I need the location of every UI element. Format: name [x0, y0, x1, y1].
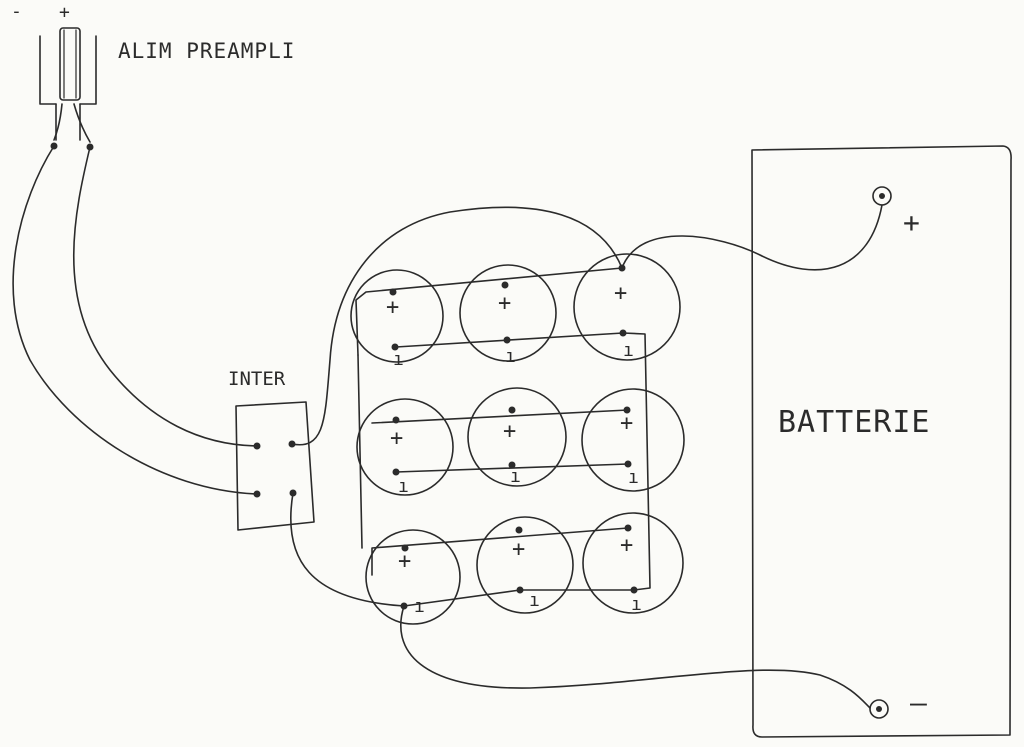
cell-r1-c1: [350, 269, 444, 363]
battery: BATTERIE + –: [751, 145, 1012, 738]
cell-r3-c3-minus: ı: [631, 594, 642, 615]
cell-r3-c2-plus: +: [512, 537, 525, 562]
wire-switch-to-pack-plus: [291, 206, 623, 446]
battery-body: [751, 145, 1012, 738]
cell-r3-c3: [582, 512, 684, 614]
cell-r2-c2: [467, 387, 567, 487]
cell-r2-c1-minus: ı: [398, 476, 409, 497]
cell-r2-c1: [356, 398, 454, 496]
cell-r1-c2: [459, 264, 557, 362]
switch-inter: INTER: [228, 368, 315, 531]
supply-plus-label: +: [59, 2, 70, 23]
cell-r1-c2-plus: +: [498, 291, 511, 316]
wire-switch-to-pack-minus: [289, 492, 405, 607]
cell-r2-c2-minus: ı: [510, 466, 521, 487]
cell-r1-c2-minus: ı: [505, 346, 516, 367]
supply-label: ALIM PREAMPLI: [118, 39, 295, 63]
cell-r3-c1: [365, 529, 461, 625]
cell-pack: + ı + ı + ı + ı + ı + ı + ı + ı + ı: [350, 253, 685, 625]
cell-r1-c1-minus: ı: [393, 349, 404, 370]
cell-r3-c1-minus: ı: [414, 596, 425, 617]
battery-plus-label: +: [903, 206, 920, 239]
cell-r1-c3-minus: ı: [623, 340, 634, 361]
cell-r3-c1-plus: +: [398, 549, 411, 574]
cell-r1-c3: [573, 253, 681, 361]
wire-pack-to-battery-minus: [400, 605, 871, 709]
cell-r2-c3-minus: ı: [628, 467, 639, 488]
cell-r2-c3: [581, 388, 685, 492]
cell-r3-c2-minus: ı: [529, 590, 540, 611]
cell-r3-c3-plus: +: [620, 533, 633, 558]
switch-label: INTER: [228, 368, 286, 390]
cell-r2-c2-plus: +: [503, 419, 516, 444]
cell-r1-c1-plus: +: [386, 295, 399, 320]
battery-minus-label: –: [910, 686, 927, 719]
wire-supply-minus: [12, 145, 258, 495]
battery-label: BATTERIE: [778, 405, 931, 440]
cell-r2-c3-plus: +: [620, 411, 633, 436]
wire-supply-plus: [72, 146, 258, 447]
preamp-supply-connector: - + ALIM PREAMPLI: [11, 1, 295, 143]
switch-terminal-3: [253, 490, 261, 498]
supply-minus-label: -: [11, 1, 22, 22]
cell-r3-c2: [476, 516, 574, 614]
wire-pack-to-battery-plus: [621, 204, 883, 271]
switch-terminal-1: [253, 442, 261, 450]
switch-body: [235, 401, 315, 531]
supply-wires: [12, 142, 258, 495]
cell-r2-c1-plus: +: [390, 426, 403, 451]
cell-r1-c3-plus: +: [614, 281, 627, 306]
battery-terminal-minus: [869, 699, 889, 719]
